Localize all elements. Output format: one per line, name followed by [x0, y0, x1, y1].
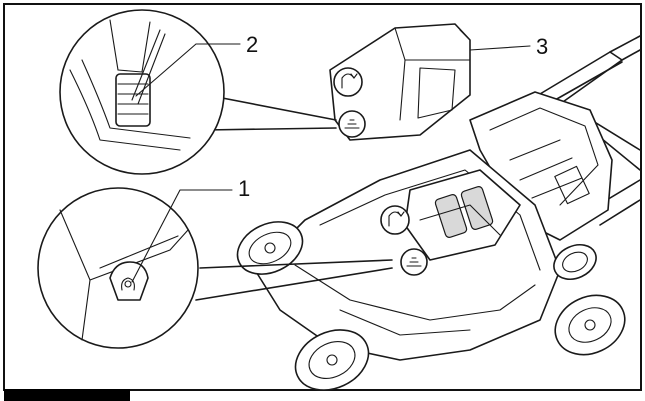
wheel-rear-left [553, 243, 597, 281]
lawn-mower [236, 35, 641, 391]
wheel-front-right [294, 329, 370, 391]
footer-bar [4, 389, 130, 401]
wheel-rear-right [554, 294, 626, 356]
lock-arrow-icon [380, 205, 410, 235]
callout-leader-3 [469, 45, 531, 51]
wheel-front-left [236, 221, 304, 275]
clip-spring-detail-icon [59, 9, 337, 175]
callout-1: 1 [238, 176, 250, 201]
callout-leader-1 [131, 189, 233, 283]
callout-2: 2 [246, 32, 258, 57]
battery-cover [329, 23, 471, 141]
callout-3: 3 [536, 34, 548, 59]
latch-hook-detail-icon [37, 187, 393, 349]
callout-leader-2 [135, 43, 241, 97]
cover-lock-icon [333, 67, 363, 97]
